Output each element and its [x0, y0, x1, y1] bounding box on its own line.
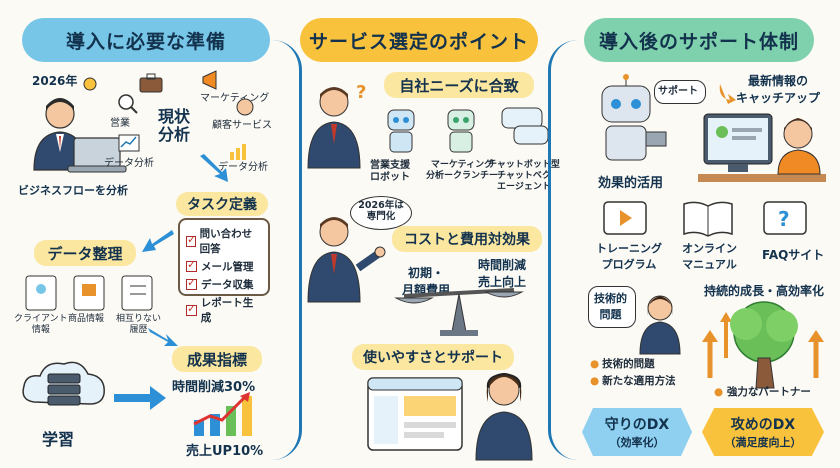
resource-faq: FAQサイト: [762, 248, 825, 262]
year-label: 2026年: [32, 74, 78, 88]
arrow-right-down-icon: [148, 328, 178, 346]
cloud-server-icon: [22, 361, 105, 406]
usability-support-title: 使いやすさとサポート: [352, 344, 514, 370]
cost-effectiveness-title: コストと費用対効果: [392, 226, 542, 252]
chart-icon: [118, 134, 140, 152]
balance-scale-icon: [394, 288, 524, 336]
tag-sales: 営業: [110, 118, 130, 129]
current-analysis-label: 現状 分析: [158, 107, 191, 145]
checkbox-icon: [186, 258, 197, 272]
header-support-system: 導入後のサポート体制: [584, 18, 814, 62]
header-preparation: 導入に必要な準備: [22, 18, 270, 62]
arrow-right-icon: [114, 386, 166, 410]
tag-marketing: マーケティング: [200, 93, 270, 104]
data-document-icons: [25, 275, 153, 311]
briefcase-icon: [139, 73, 163, 93]
task-item: データ収集: [186, 276, 262, 292]
lightbulb-icon: [83, 77, 97, 91]
data-item-product: 商品情報: [68, 314, 105, 324]
learning-label: 学習: [42, 430, 75, 449]
growth-tree-illustration: [702, 301, 824, 389]
column-divider-1: [262, 40, 302, 460]
resource-manual: オンライン マニュアル: [682, 242, 737, 271]
speech-bubble: [350, 196, 412, 230]
browser-window-icon: [367, 377, 463, 451]
svg-text:?: ?: [356, 82, 366, 103]
checkbox-icon: [186, 233, 196, 247]
robot-assistant-illustration: [601, 74, 667, 161]
kpi-time-reduction: 時間削減30%: [172, 380, 256, 395]
bullet-item: ●技術的問題: [590, 357, 655, 371]
megaphone-icon: [202, 70, 217, 90]
kpi-title: 成果指標: [172, 346, 262, 372]
kpi-sales-up: 売上UP10%: [186, 444, 264, 459]
businessman-laptop-illustration: [33, 98, 127, 173]
task-list-card: 問い合わせ回答 メール管理 データ収集 レポート生成: [178, 218, 270, 324]
checkbox-icon: [186, 302, 197, 316]
partner-label: ● 強力なパートナー: [714, 386, 811, 398]
header-service-selection: サービス選定のポイント: [300, 18, 538, 62]
bullet-item: ●新たな適用方法: [590, 374, 676, 388]
manual-book-icon: [683, 201, 733, 237]
offense-dx-badge: 攻めのDX （満足度向上）: [702, 408, 824, 456]
tech-speech-bubble: [588, 286, 636, 328]
task-item: レポート生成: [186, 295, 262, 325]
tag-data-analysis-1: データ分析: [104, 158, 154, 169]
robot-sales: 営業支援 ロボット: [370, 160, 410, 183]
support-woman-illustration: [639, 295, 681, 355]
growth-barchart-icon: [193, 392, 252, 436]
data-organization-title: データ整理: [34, 240, 136, 266]
robot-chatbot: チャットボット型 チャットベク エージェント: [488, 160, 560, 192]
task-item: 問い合わせ回答: [186, 226, 262, 256]
needs-match-title: 自社ニーズに合致: [384, 72, 534, 98]
bubble-specialization: 2026年は 専門化: [358, 200, 404, 223]
robot-icons: [387, 107, 549, 153]
headset-person-icon: [236, 98, 254, 116]
data-item-history: 相互りない 履歴: [116, 314, 162, 335]
business-flow-label: ビジネスフローを分析: [18, 184, 128, 197]
refresh-arrow-icon: [719, 84, 736, 104]
defense-dx-badge: 守りのDX （効率化）: [582, 408, 692, 456]
businessman-presenting-illustration: [307, 217, 386, 303]
latest-info-label: 最新情報の キャッチアップ: [736, 74, 821, 105]
magnifier-icon: [118, 94, 138, 114]
tech-bubble-label: 技術的 問題: [594, 292, 627, 321]
svg-text:?: ?: [778, 207, 790, 231]
data-item-client: クライアント 情報: [14, 314, 68, 335]
arrow-down-left-icon: [142, 230, 174, 252]
robot-speech-bubble: [654, 80, 706, 104]
sustainable-growth-label: 持続的成長・高効率化: [704, 284, 825, 298]
video-play-icon: [603, 201, 647, 235]
resource-training: トレーニング プログラム: [596, 242, 662, 271]
tag-customer-service: 顧客サービス: [212, 120, 272, 131]
support-operator-illustration: [475, 372, 533, 461]
effective-use-label: 効果的活用: [598, 176, 664, 191]
tech-bullet-list: ●技術的問題 ●新たな適用方法: [590, 356, 676, 388]
robot-marketing: マーケティング 分析ークランチー: [426, 160, 499, 181]
faq-icon: ?: [763, 201, 807, 235]
task-definition-title: タスク定義: [176, 192, 268, 216]
tag-data-analysis-2: データ分析: [218, 162, 268, 173]
checkbox-icon: [186, 276, 197, 290]
barchart-icon: [230, 144, 246, 160]
operator-at-monitor-illustration: [698, 113, 826, 182]
arrow-down-right-icon: [200, 154, 228, 182]
robot-bubble-support: サポート: [658, 86, 698, 97]
task-item: メール管理: [186, 258, 262, 274]
column-divider-2: [548, 40, 588, 460]
cost-benefit: 時間削減 売上向上: [478, 258, 527, 289]
businessman-thinking-illustration: ?: [307, 82, 366, 169]
